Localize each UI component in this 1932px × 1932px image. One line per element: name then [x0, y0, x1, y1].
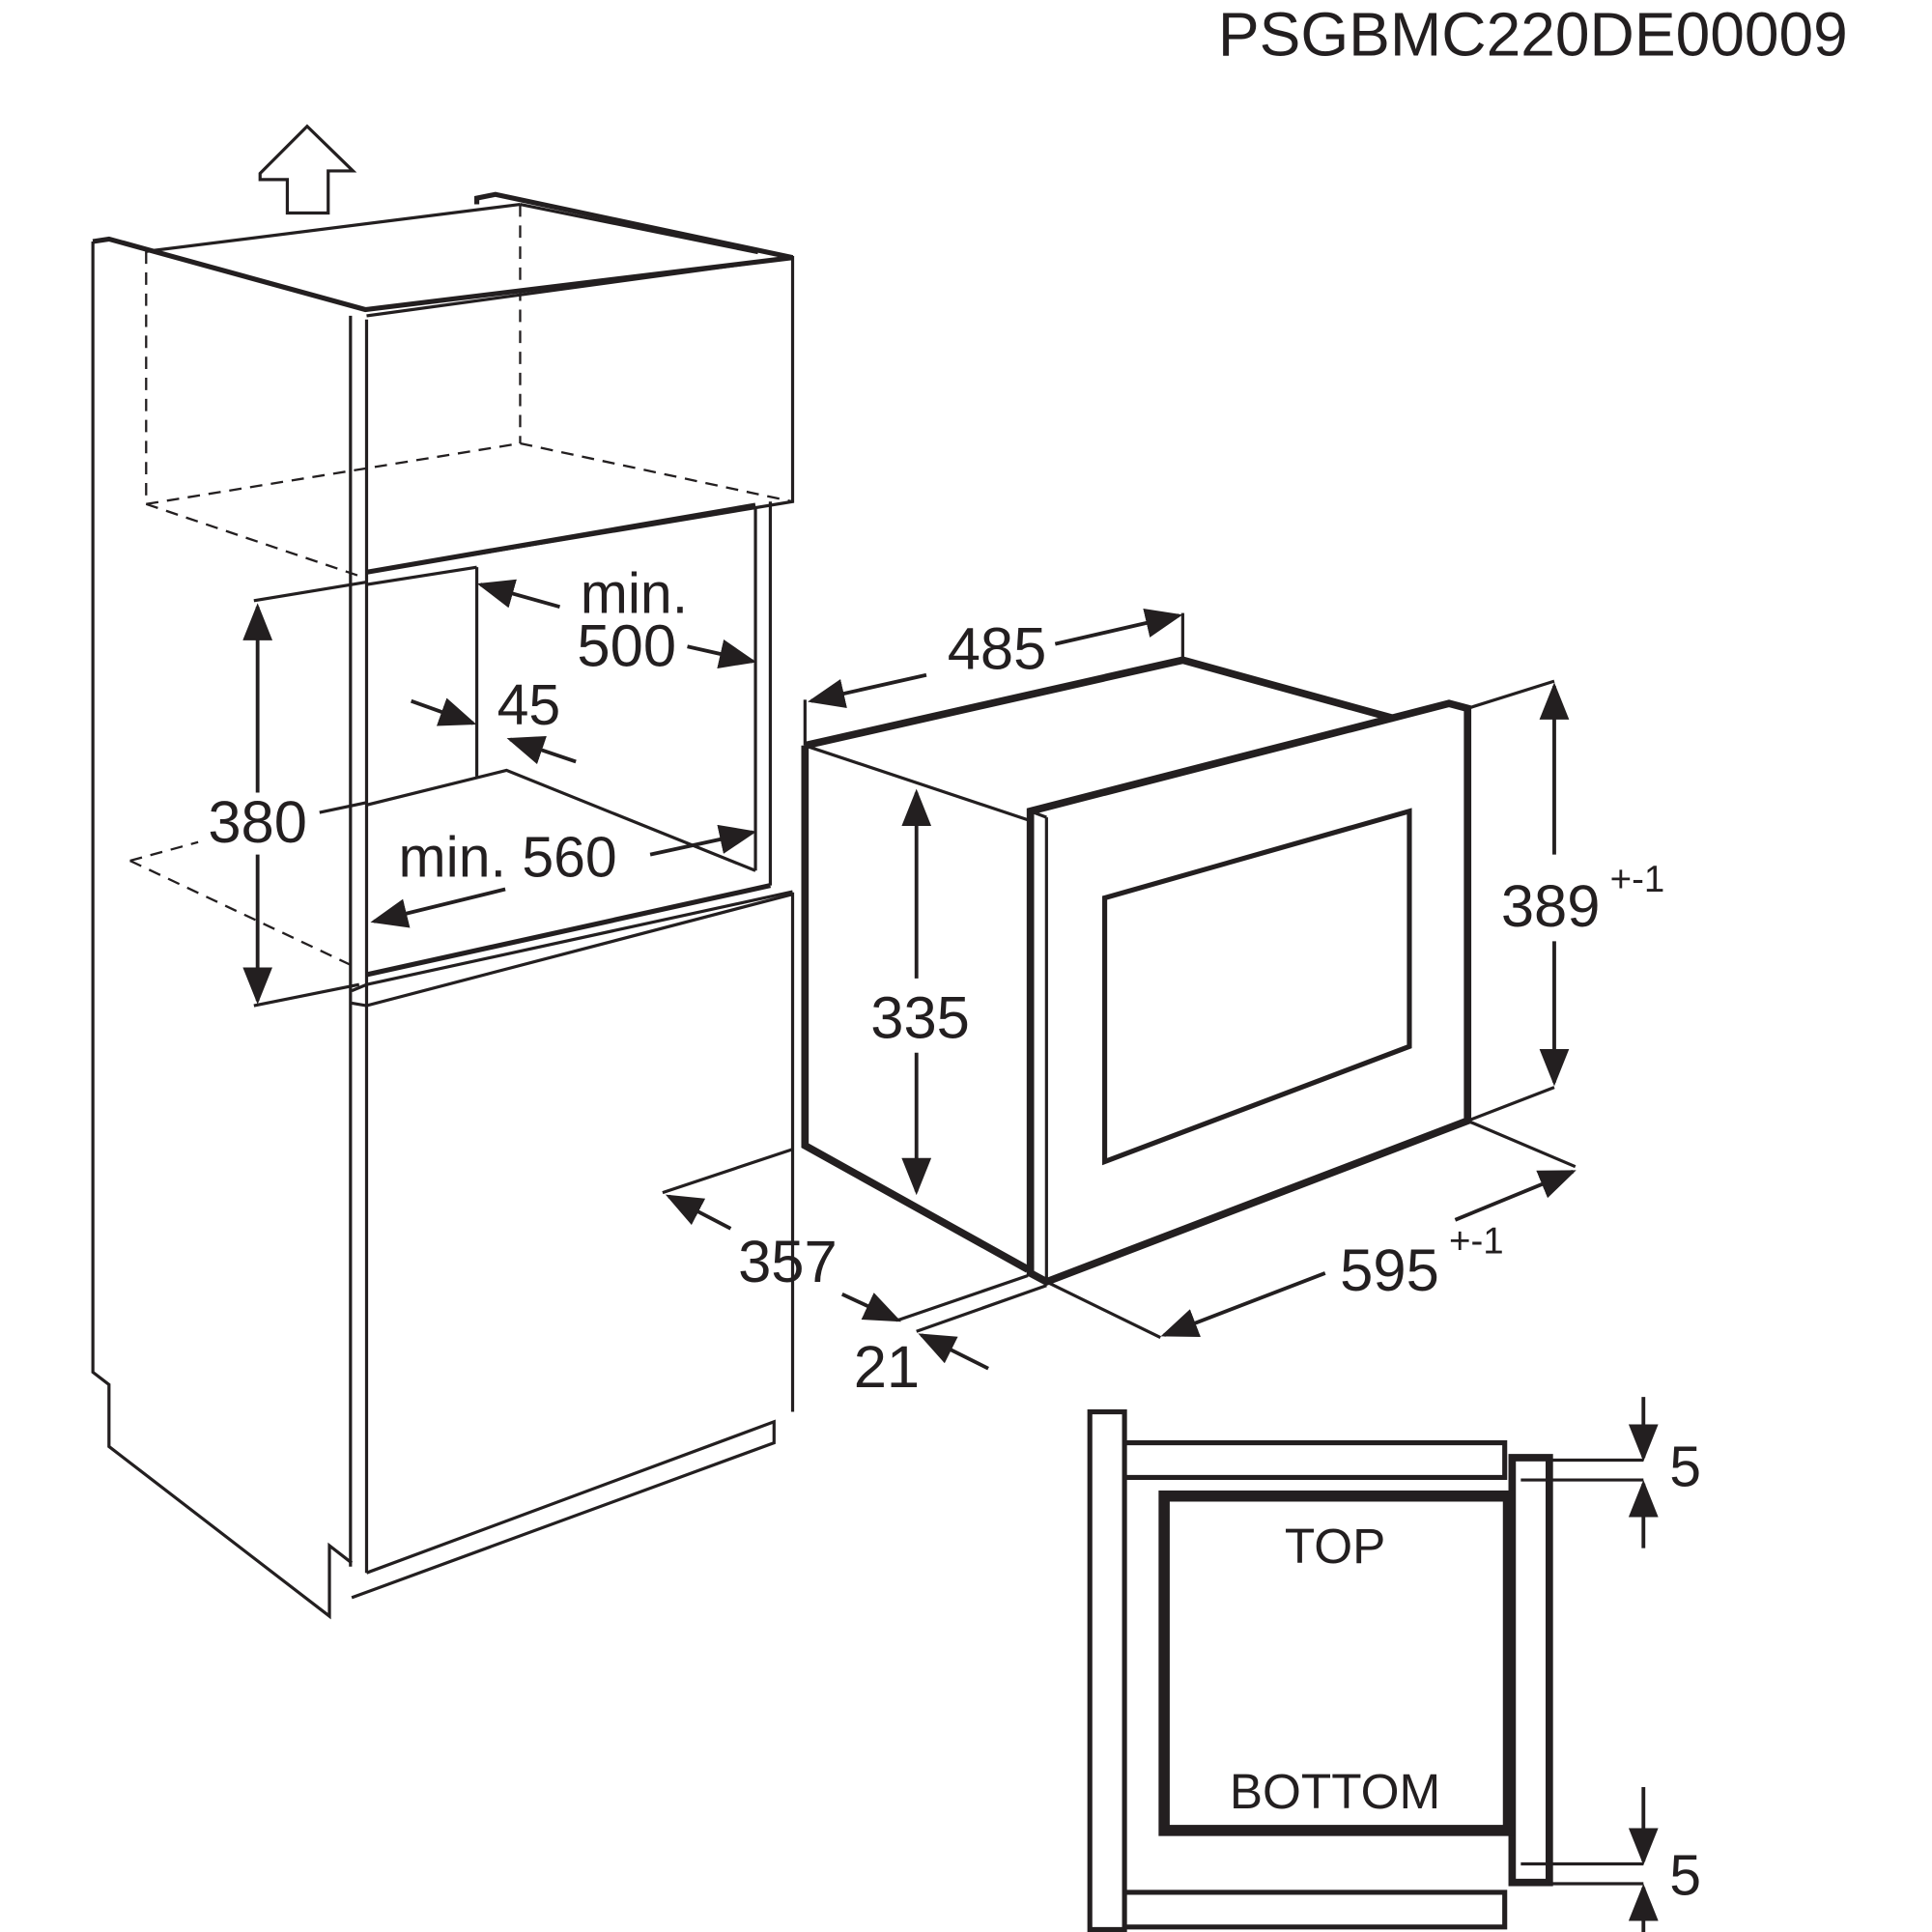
niche-width-value: min. 560 [399, 827, 617, 890]
bottom-gap-value: 5 [1669, 1845, 1701, 1908]
depth-value: 485 [948, 615, 1047, 682]
ventilation-up-arrow-icon [258, 124, 357, 215]
top-gap-value: 5 [1669, 1435, 1701, 1498]
door-window [1102, 808, 1412, 1166]
microwave-oven [662, 608, 1577, 1371]
kitchen-cabinet [91, 124, 795, 1620]
ventilation-gap-value: 45 [497, 674, 561, 737]
front-height-tolerance: +-1 [1610, 859, 1665, 900]
document-code: PSGBMC220DE00009 [1218, 0, 1848, 70]
side-view-schematic [1087, 1397, 1659, 1932]
niche-height-value: 380 [208, 789, 307, 856]
top-label: TOP [1285, 1519, 1385, 1574]
door-thickness-value: 21 [854, 1334, 920, 1401]
front-height-value: 389 [1501, 873, 1601, 940]
body-height-value: 335 [870, 984, 970, 1051]
width-tolerance: +-1 [1449, 1220, 1504, 1262]
niche-depth-value: 500 [577, 613, 676, 680]
bottom-label: BOTTOM [1230, 1764, 1440, 1819]
niche-depth-label: min. [581, 563, 688, 626]
body-depth-value: 357 [738, 1229, 838, 1295]
width-value: 595 [1340, 1237, 1439, 1304]
